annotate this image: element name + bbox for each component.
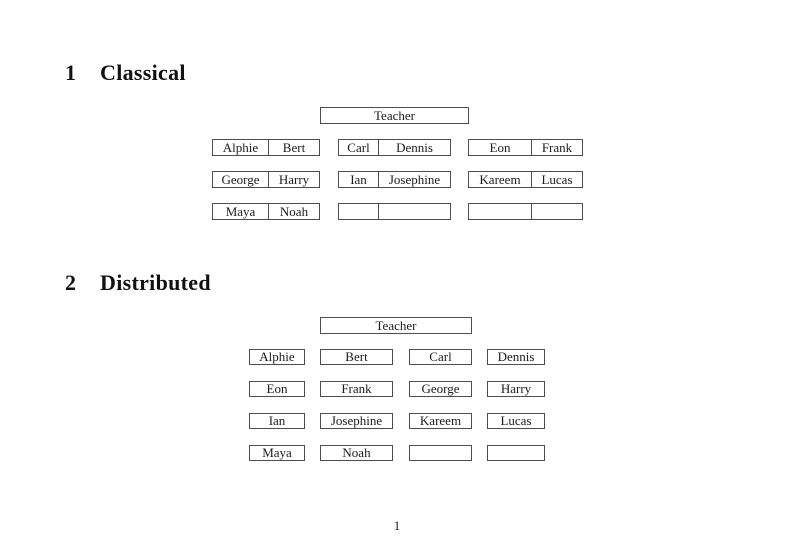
seat-cell: Josephine: [388, 171, 441, 187]
teacher-box: Teacher: [320, 317, 472, 334]
seat-pair: Kareem Lucas: [468, 171, 583, 188]
seat-box: George: [409, 381, 472, 397]
seat-box: Carl: [409, 349, 472, 365]
seat-cell: Dennis: [396, 139, 433, 155]
section-number: 2: [65, 270, 77, 295]
seat-cell: Frank: [541, 139, 573, 155]
seat-box: Harry: [487, 381, 545, 397]
seat-box-empty: [487, 445, 545, 461]
seat-box: Josephine: [320, 413, 393, 429]
teacher-box: Teacher: [320, 107, 469, 124]
teacher-label: Teacher: [375, 317, 417, 333]
seat-cell: Kareem: [469, 172, 532, 187]
seat-cell: [379, 204, 450, 219]
seat-cell: Noah: [279, 203, 309, 219]
seat-cell: Carl: [339, 140, 379, 155]
seat-pair-empty: [338, 203, 451, 220]
seat-box: Eon: [249, 381, 305, 397]
seat-box: Kareem: [409, 413, 472, 429]
seat-cell: Ian: [339, 172, 379, 187]
section-heading-distributed: 2 Distributed: [65, 270, 211, 295]
seat-cell: George: [213, 172, 269, 187]
section-heading-classical: 1 Classical: [65, 60, 186, 85]
seat-pair: Eon Frank: [468, 139, 583, 156]
seat-box: Lucas: [487, 413, 545, 429]
seat-cell: Alphie: [213, 140, 269, 155]
seat-cell: Harry: [278, 171, 310, 187]
seat-box: Noah: [320, 445, 393, 461]
section-number: 1: [65, 60, 77, 85]
seat-box: Maya: [249, 445, 305, 461]
page-number: 1: [393, 518, 401, 533]
teacher-label: Teacher: [374, 107, 415, 123]
seat-pair: George Harry: [212, 171, 320, 188]
seat-pair: Alphie Bert: [212, 139, 320, 156]
seat-cell: [339, 204, 379, 219]
seat-pair: Maya Noah: [212, 203, 320, 220]
seat-pair: Carl Dennis: [338, 139, 451, 156]
seat-pair: Ian Josephine: [338, 171, 451, 188]
seat-box: Frank: [320, 381, 393, 397]
seat-cell: Maya: [213, 204, 269, 219]
seat-cell: Lucas: [541, 171, 573, 187]
section-title: Classical: [100, 60, 186, 85]
seat-box: Dennis: [487, 349, 545, 365]
seat-pair-empty: [468, 203, 583, 220]
seat-cell: [469, 204, 532, 219]
seat-box: Ian: [249, 413, 305, 429]
section-title: Distributed: [100, 270, 211, 295]
seat-box-empty: [409, 445, 472, 461]
seat-box: Alphie: [249, 349, 305, 365]
seat-cell: Bert: [282, 139, 306, 155]
seat-cell: Eon: [469, 140, 532, 155]
seat-cell: [532, 204, 582, 219]
seat-box: Bert: [320, 349, 393, 365]
